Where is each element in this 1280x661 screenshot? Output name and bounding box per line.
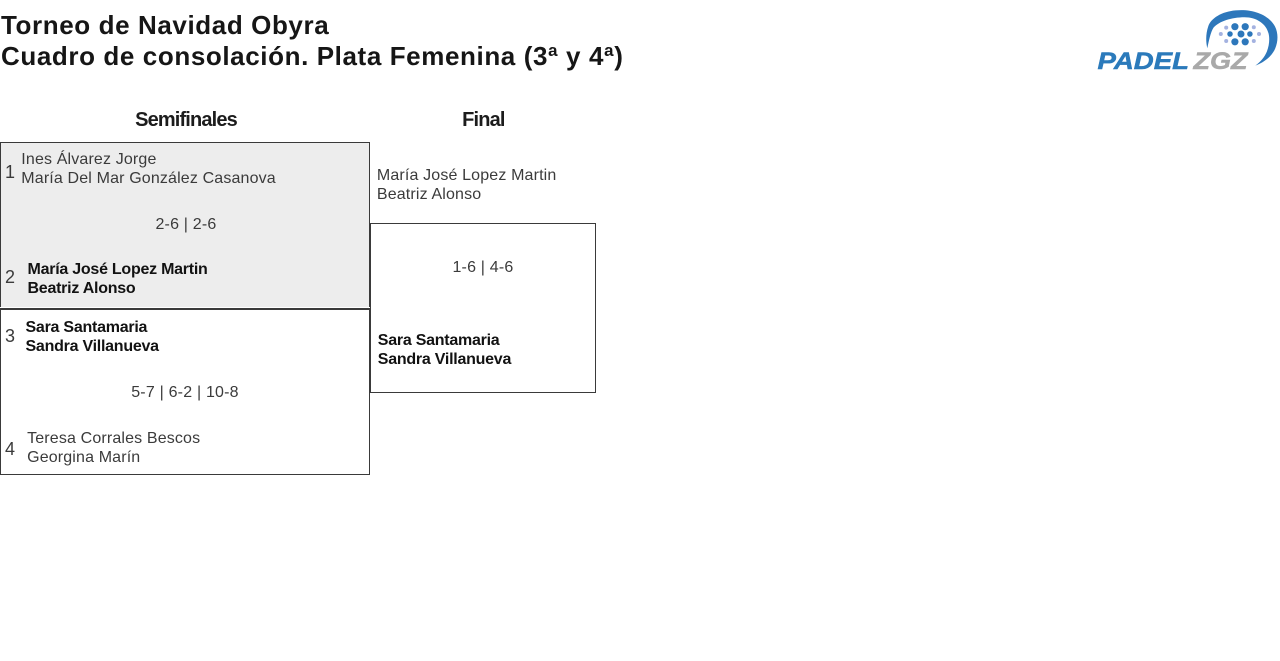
svg-text:PADEL: PADEL bbox=[1098, 48, 1190, 75]
svg-text:ZGZ: ZGZ bbox=[1192, 48, 1249, 75]
